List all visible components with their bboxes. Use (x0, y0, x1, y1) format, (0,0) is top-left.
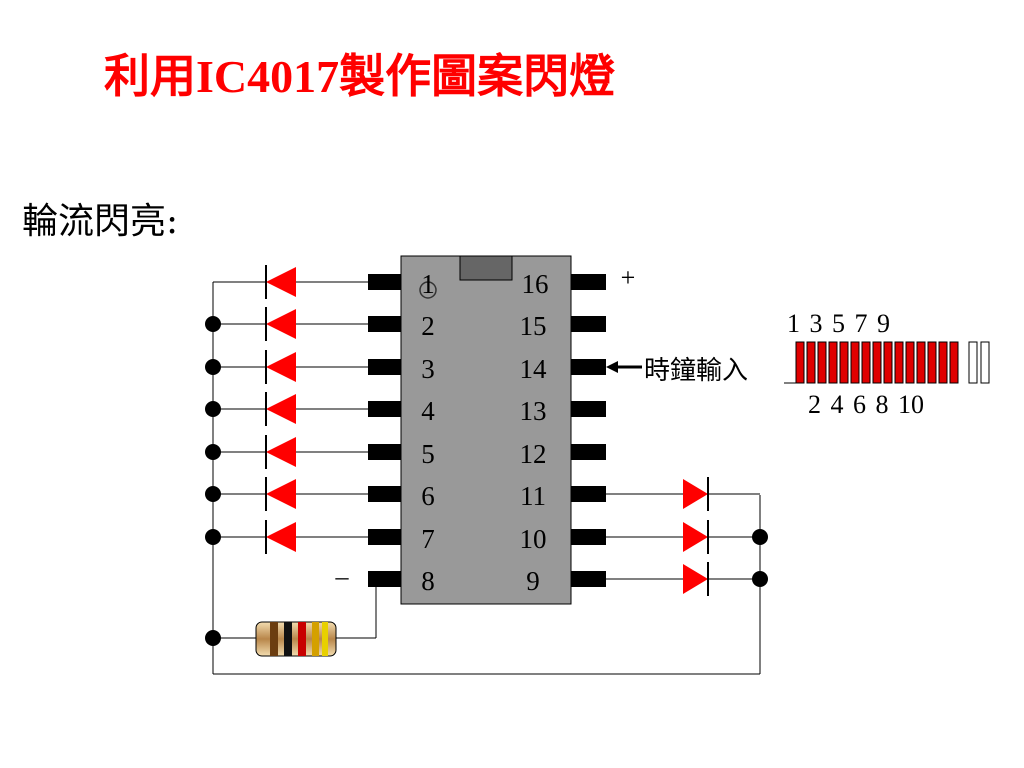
ic-notch (459, 255, 513, 281)
led-diode-icon (683, 479, 708, 509)
junction-dot-icon (205, 316, 221, 332)
left-row-5 (213, 435, 370, 469)
left-row-7 (213, 520, 370, 554)
section-subtitle: 輪流閃亮: (22, 201, 179, 242)
pin-label: 8 (421, 566, 435, 596)
right-row-9 (606, 562, 760, 596)
left-led-rows (213, 265, 370, 554)
clock-input: 時鐘輸入 (606, 356, 748, 385)
led-diode-icon (266, 267, 296, 297)
pulse-odd-labels: 1 3 5 7 9 (787, 309, 890, 338)
ic-4017 (400, 255, 572, 605)
pin-label: 5 (421, 439, 435, 469)
pin-label: 6 (421, 481, 435, 511)
pin-label: 9 (526, 566, 540, 596)
ic-pin-numbers-left: 1 2 3 4 5 6 7 8 (421, 269, 435, 596)
led-diode-icon (266, 309, 296, 339)
pin-label: 16 (522, 269, 549, 299)
left-row-6 (213, 477, 370, 511)
pin-label: 10 (520, 524, 547, 554)
led-diode-icon (266, 479, 296, 509)
led-diode-icon (683, 522, 708, 552)
led-diode-icon (266, 352, 296, 382)
junction-dot-icon (205, 529, 221, 545)
pulse-tail (968, 341, 990, 384)
led-diode-icon (266, 394, 296, 424)
pin-label: 14 (520, 354, 548, 384)
junction-dot-icon (205, 444, 221, 460)
led-diode-icon (683, 564, 708, 594)
junction-dot-icon (205, 486, 221, 502)
pin-label: 12 (520, 439, 547, 469)
ic-pin-numbers-right: 16 15 14 13 12 11 10 9 (520, 269, 549, 596)
right-row-11 (606, 477, 760, 511)
right-row-10 (606, 520, 760, 554)
led-diode-icon (266, 522, 296, 552)
left-row-4 (213, 392, 370, 426)
pulse-bars (795, 341, 959, 384)
page-title: 利用IC4017製作圖案閃燈 (104, 51, 616, 102)
ic-pins-left (368, 274, 401, 587)
pin-label: 3 (421, 354, 435, 384)
plus-label: + (621, 263, 636, 292)
minus-label: – (335, 562, 350, 591)
pin-label: 15 (520, 311, 547, 341)
right-led-rows (606, 477, 760, 596)
pulse-even-labels: 2 4 6 8 10 (808, 390, 924, 419)
pin-label: 4 (421, 396, 435, 426)
junction-dot-icon (205, 630, 221, 646)
junction-dot-icon (205, 401, 221, 417)
left-row-3 (213, 350, 370, 384)
pulse-train: 1 3 5 7 9 2 4 6 8 10 (784, 309, 990, 419)
arrow-left-icon (606, 361, 618, 373)
pin-label: 11 (520, 481, 546, 511)
junction-dot-icon (752, 571, 768, 587)
pin-label: 7 (421, 524, 435, 554)
junction-dot-icon (205, 359, 221, 375)
ic-pins-right (571, 274, 606, 587)
junction-dot-icon (752, 529, 768, 545)
left-junctions (205, 316, 221, 646)
left-row-2 (213, 307, 370, 341)
led-diode-icon (266, 437, 296, 467)
pin-label: 13 (520, 396, 547, 426)
pin-label: 2 (421, 311, 435, 341)
resistor-icon (255, 621, 337, 657)
pin-label: 1 (421, 269, 435, 299)
right-junctions (752, 529, 768, 587)
pin1-marker (419, 281, 437, 299)
clock-input-label: 時鐘輸入 (644, 356, 748, 385)
left-row-1 (213, 265, 370, 299)
